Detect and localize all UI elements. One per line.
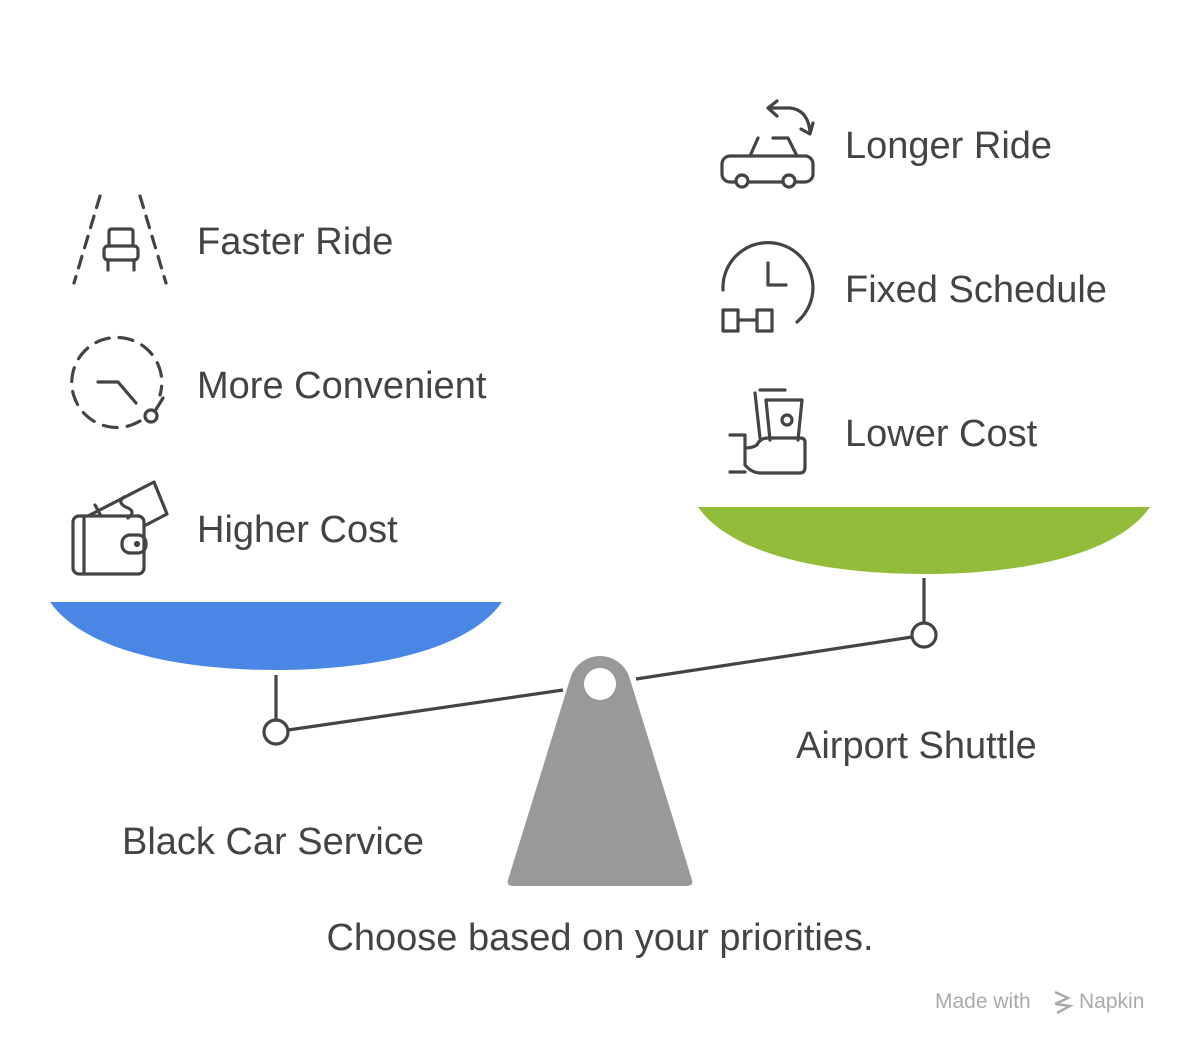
watermark-brand: Napkin (1079, 990, 1144, 1013)
right-pan (698, 507, 1150, 574)
right-item-label: Longer Ride (845, 125, 1052, 167)
fulcrum (507, 655, 693, 886)
beam-left (287, 688, 564, 732)
right-item-label: Fixed Schedule (845, 269, 1107, 311)
right-pivot (910, 621, 938, 649)
left-item-label: Higher Cost (197, 509, 398, 551)
napkin-logo-icon (1054, 990, 1074, 1015)
wallet-money-icon (71, 480, 169, 576)
left-option-name: Black Car Service (122, 821, 424, 863)
road-car-icon (72, 194, 168, 285)
left-item-label: Faster Ride (197, 221, 393, 263)
left-pivot (262, 718, 290, 746)
car-detour-icon (720, 99, 815, 189)
dashed-clock-icon (70, 335, 165, 429)
beam-right (635, 635, 913, 681)
hand-cash-icon (728, 388, 807, 475)
right-item-label: Lower Cost (845, 413, 1038, 455)
caption: Choose based on your priorities. (326, 917, 873, 959)
fulcrum-hole (584, 668, 616, 700)
left-pan (50, 602, 502, 670)
watermark-prefix: Made with (935, 990, 1031, 1013)
clock-schedule-icon (721, 241, 815, 333)
left-item-label: More Convenient (197, 365, 487, 407)
right-option-name: Airport Shuttle (796, 725, 1037, 767)
